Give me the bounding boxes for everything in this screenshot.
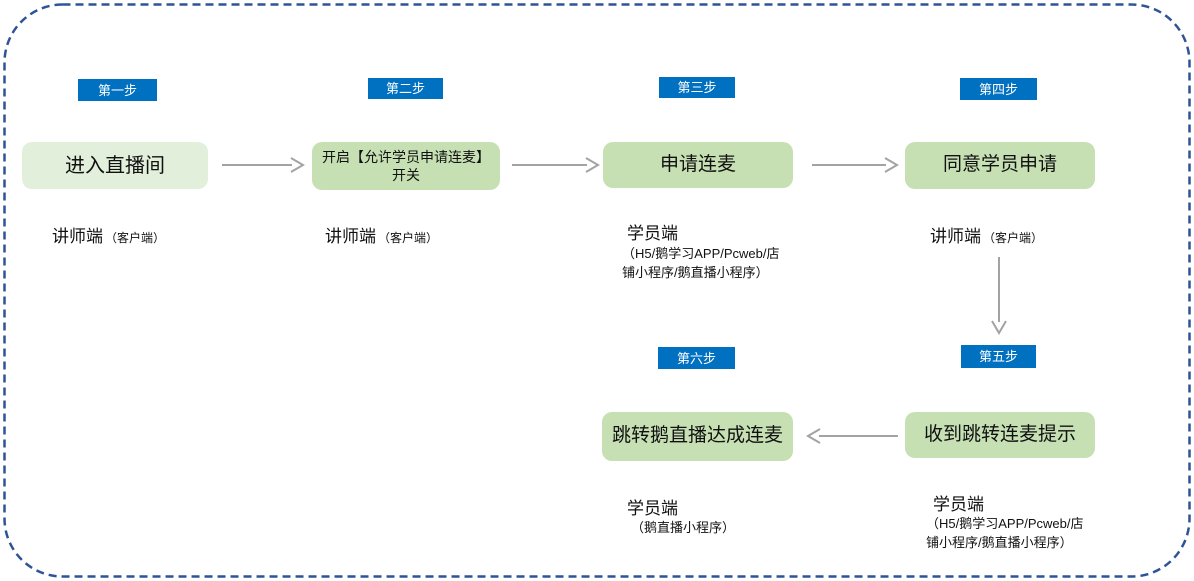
step2-badge: 第二步 <box>368 78 443 99</box>
step2-role-label: 讲师端（客户端） <box>325 222 438 247</box>
step1-badge: 第一步 <box>78 79 157 101</box>
arrow-step1-to-step2 <box>222 157 305 173</box>
step3-platform-detail: （H5/鹅学习APP/Pcweb/店 铺小程序/鹅直播小程序） <box>622 246 780 280</box>
step1-role-label: 讲师端（客户端） <box>52 222 165 247</box>
step3-box: 申请连麦 <box>603 142 793 188</box>
step4-role-label: 讲师端（客户端） <box>930 222 1043 247</box>
step2-role-main: 讲师端 <box>325 227 376 246</box>
step6-role-label: 学员端 <box>627 494 678 519</box>
arrow-step4-to-step5 <box>991 257 1007 335</box>
step3-role-main: 学员端 <box>627 224 678 243</box>
step6-box: 跳转鹅直播达成连麦 <box>602 412 793 461</box>
step6-role-main: 学员端 <box>627 499 678 518</box>
step3-role-label: 学员端 <box>627 219 678 244</box>
step4-role-note: （客户端） <box>983 231 1044 245</box>
arrow-step2-to-step3 <box>512 157 600 173</box>
step2-box: 开启【允许学员申请连麦】 开关 <box>312 142 500 190</box>
arrow-step3-to-step4 <box>812 157 899 173</box>
step5-platform-detail: （H5/鹅学习APP/Pcweb/店 铺小程序/鹅直播小程序） <box>926 516 1084 550</box>
arrow-step5-to-step6 <box>806 428 898 444</box>
step1-box: 进入直播间 <box>22 142 208 189</box>
step4-box: 同意学员申请 <box>905 142 1095 189</box>
step5-box: 收到跳转连麦提示 <box>905 412 1095 458</box>
step6-platform-detail: （鹅直播小程序） <box>631 520 736 535</box>
step5-role-label: 学员端 <box>933 490 984 515</box>
step4-badge: 第四步 <box>960 78 1037 100</box>
step1-role-main: 讲师端 <box>52 227 103 246</box>
step1-role-note: （客户端） <box>105 231 166 245</box>
step2-role-note: （客户端） <box>378 231 439 245</box>
step3-badge: 第三步 <box>659 77 735 98</box>
step6-badge: 第六步 <box>658 347 735 369</box>
step5-role-main: 学员端 <box>933 495 984 514</box>
step5-badge: 第五步 <box>961 345 1036 368</box>
step4-role-main: 讲师端 <box>930 227 981 246</box>
